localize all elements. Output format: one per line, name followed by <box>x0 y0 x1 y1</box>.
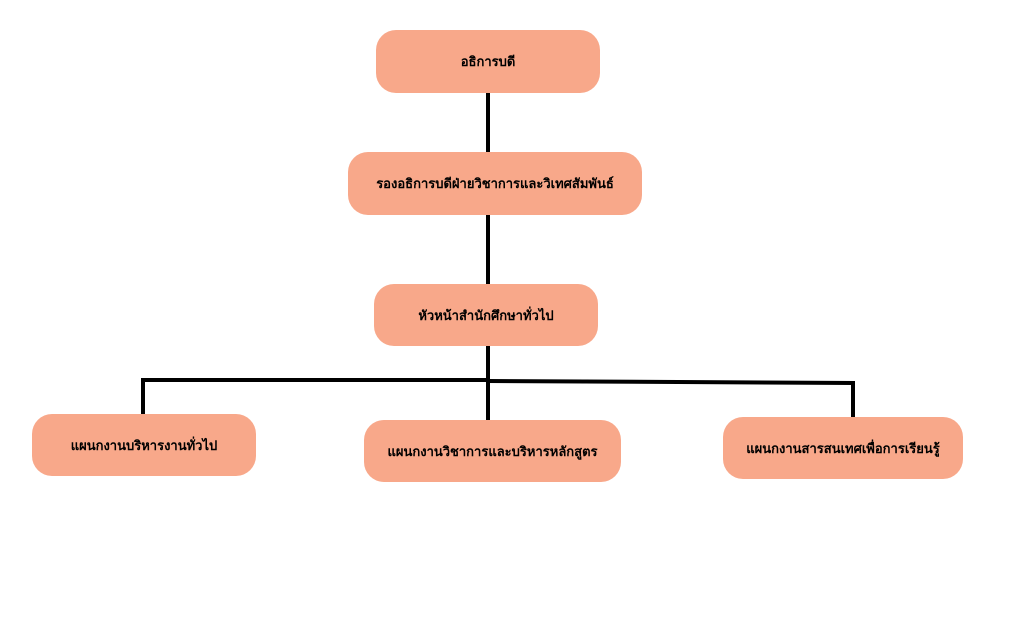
node-president: อธิการบดี <box>376 30 600 93</box>
connector-horizontal-bus-right <box>485 378 856 386</box>
node-academic: แผนกงานวิชาการและบริหารหลักสูตร <box>364 420 621 482</box>
node-office-head: หัวหน้าสำนักศึกษาทั่วไป <box>374 284 598 346</box>
node-vice-president: รองอธิการบดีฝ่ายวิชาการและวิเทศสัมพันธ์ <box>348 152 642 215</box>
node-office-head-label: หัวหน้าสำนักศึกษาทั่วไป <box>418 308 554 324</box>
node-vice-president-label: รองอธิการบดีฝ่ายวิชาการและวิเทศสัมพันธ์ <box>376 177 614 192</box>
node-general-admin-label: แผนกงานบริหารงานทั่วไป <box>70 438 218 454</box>
node-academic-label: แผนกงานวิชาการและบริหารหลักสูตร <box>387 444 598 460</box>
node-general-admin: แผนกงานบริหารงานทั่วไป <box>32 414 256 476</box>
node-president-label: อธิการบดี <box>460 55 516 70</box>
node-information-label: แผนกงานสารสนเทศเพื่อการเรียนรู้ <box>746 441 940 457</box>
node-information: แผนกงานสารสนเทศเพื่อการเรียนรู้ <box>723 417 963 479</box>
